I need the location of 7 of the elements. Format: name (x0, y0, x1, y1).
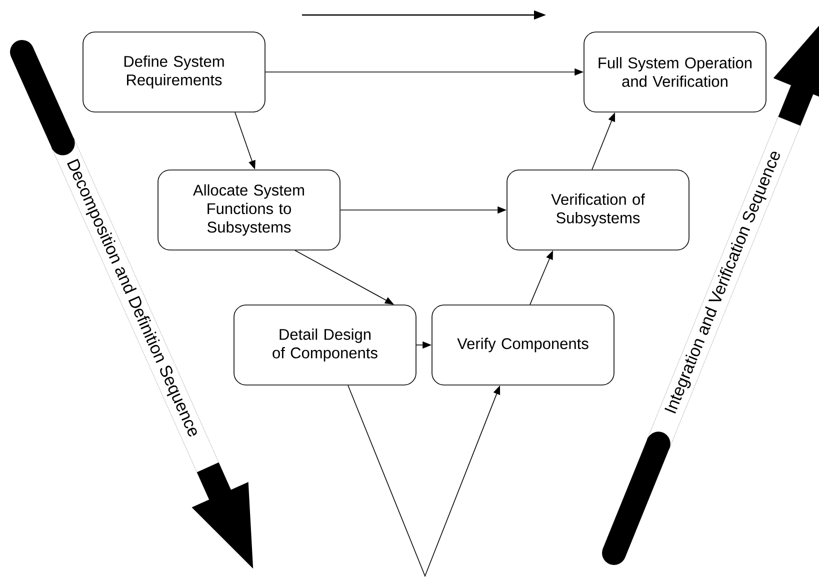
process-box: Verify Components (432, 304, 614, 386)
arrow (348, 384, 500, 577)
process-box: Full System Operation and Verification (584, 32, 766, 112)
process-box: Define System Requirements (82, 32, 266, 112)
process-box: Verification of Subsystems (506, 170, 690, 250)
process-box: Allocate System Functions to Subsystems (158, 170, 340, 250)
process-box: Detail Design of Components (234, 304, 416, 386)
